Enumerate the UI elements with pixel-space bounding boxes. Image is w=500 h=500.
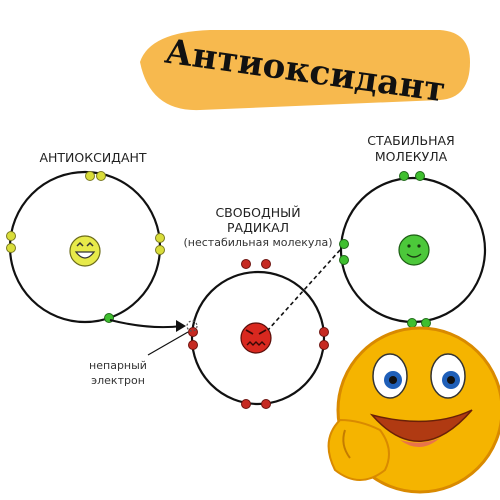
electron <box>241 399 251 409</box>
electron <box>319 327 329 337</box>
free-radical-atom: СВОБОДНЫЙ РАДИКАЛ (нестабильная молекула… <box>184 205 333 409</box>
title-banner: Антиоксидант <box>140 30 470 110</box>
unpaired-label-line2: электрон <box>91 374 145 387</box>
electron <box>261 259 271 269</box>
free-radical-label-line2: РАДИКАЛ <box>227 220 289 235</box>
free-radical-orbit <box>190 270 326 406</box>
electron <box>188 340 198 350</box>
unpaired-label-line1: непарный <box>89 359 147 372</box>
electron <box>241 259 251 269</box>
unpaired-electron-slot <box>186 320 198 332</box>
electron <box>85 171 95 181</box>
electron <box>319 340 329 350</box>
electron <box>6 243 16 253</box>
electron <box>6 231 16 241</box>
electron <box>155 245 165 255</box>
radical-to-stable-link <box>267 249 341 331</box>
stable-label-line2: МОЛЕКУЛА <box>375 149 448 164</box>
free-radical-label-line1: СВОБОДНЫЙ <box>215 205 300 220</box>
electron <box>155 233 165 243</box>
electron <box>415 171 425 181</box>
stable-label-line1: СТАБИЛЬНАЯ <box>367 133 454 148</box>
laughing-emoji-icon <box>327 326 500 494</box>
angry-face-icon <box>240 322 272 354</box>
smiling-face-icon <box>398 234 430 266</box>
electron <box>339 239 349 249</box>
electron <box>96 171 106 181</box>
stable-electrons <box>339 171 431 328</box>
electron <box>261 399 271 409</box>
antioxidant-electrons <box>6 171 165 323</box>
stable-molecule-atom: СТАБИЛЬНАЯ МОЛЕКУЛА <box>339 133 487 328</box>
free-radical-note: (нестабильная молекула) <box>184 236 333 249</box>
electron <box>421 318 431 328</box>
title-banner-shape <box>140 30 470 111</box>
electron <box>407 318 417 328</box>
grinning-face-icon <box>69 235 101 267</box>
electron <box>399 171 409 181</box>
electron <box>188 327 198 337</box>
unpaired-pointer-line <box>147 331 189 356</box>
electron <box>339 255 349 265</box>
free-radical-electrons <box>188 259 329 409</box>
arrowhead-icon <box>176 320 186 332</box>
electron-transfer-arrow <box>109 319 183 329</box>
antioxidant-atom: АНТИОКСИДАНТ <box>6 150 165 324</box>
antioxidant-label: АНТИОКСИДАНТ <box>39 150 146 165</box>
